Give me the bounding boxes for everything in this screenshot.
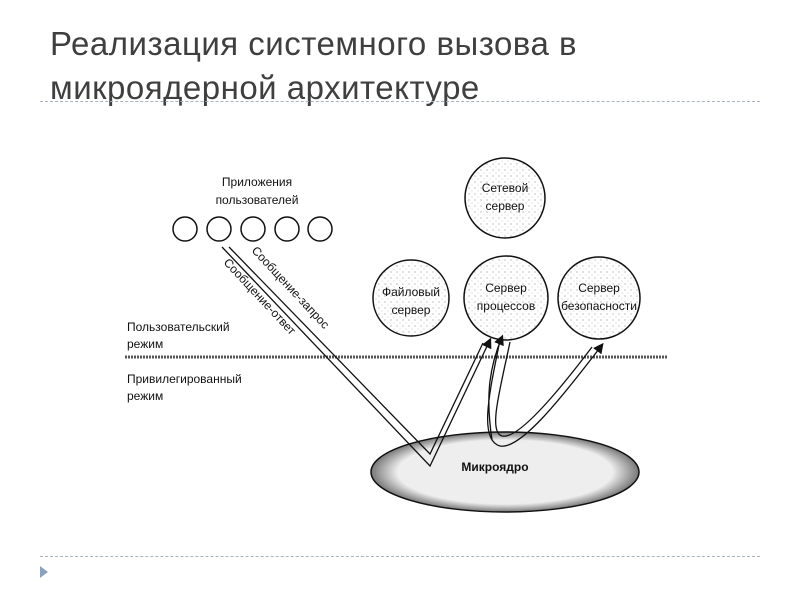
process-server-label-2: процессов bbox=[477, 299, 535, 313]
message-arrows bbox=[221, 246, 604, 468]
title-line-2: микроядерной архитектуре bbox=[50, 69, 480, 106]
apps-label-line-1: Приложения bbox=[222, 175, 292, 189]
privileged-mode-label-2: режим bbox=[127, 389, 163, 403]
apps-label-line-2: пользователей bbox=[216, 193, 299, 207]
process-to-security-arrow-inner bbox=[495, 341, 593, 437]
user-app-2 bbox=[206, 216, 232, 242]
user-mode-label-1: Пользовательский bbox=[127, 320, 230, 334]
file-server-label-2: сервер bbox=[392, 303, 431, 317]
bullet-triangle-icon bbox=[40, 566, 48, 578]
title-line-1: Реализация системного вызова в bbox=[50, 25, 578, 62]
request-arrow-inner bbox=[228, 246, 484, 456]
request-arrow-outer bbox=[221, 246, 492, 468]
network-server-label-1: Сетевой bbox=[482, 181, 529, 195]
process-to-security-arrow-outer bbox=[486, 339, 604, 447]
file-server-label-1: Файловый bbox=[382, 285, 440, 299]
process-server-label-1: Сервер bbox=[485, 281, 527, 295]
footer-divider bbox=[40, 556, 760, 557]
microkernel-ellipse bbox=[370, 431, 640, 513]
user-app-3 bbox=[240, 216, 266, 242]
network-server-circle bbox=[464, 157, 546, 239]
file-server-circle bbox=[372, 259, 450, 337]
privileged-mode-label-1: Привилегированный bbox=[127, 372, 242, 386]
security-server-label-2: безопасности bbox=[561, 299, 637, 313]
slide-title: Реализация системного вызова в микроядер… bbox=[50, 22, 577, 110]
kernel-to-process-arrow bbox=[488, 334, 504, 441]
title-divider bbox=[40, 101, 760, 102]
process-server-circle bbox=[463, 255, 549, 341]
microkernel-label: Микроядро bbox=[461, 460, 528, 474]
security-server-circle bbox=[557, 256, 641, 340]
security-server-label-1: Сервер bbox=[578, 281, 620, 295]
user-mode-label-2: режим bbox=[127, 337, 163, 351]
network-server-label-2: сервер bbox=[486, 199, 525, 213]
user-app-4 bbox=[274, 216, 300, 242]
user-app-5 bbox=[307, 216, 333, 242]
response-label: Сообщение-ответ bbox=[221, 255, 299, 337]
user-app-circles bbox=[172, 216, 333, 242]
user-app-1 bbox=[172, 216, 198, 242]
